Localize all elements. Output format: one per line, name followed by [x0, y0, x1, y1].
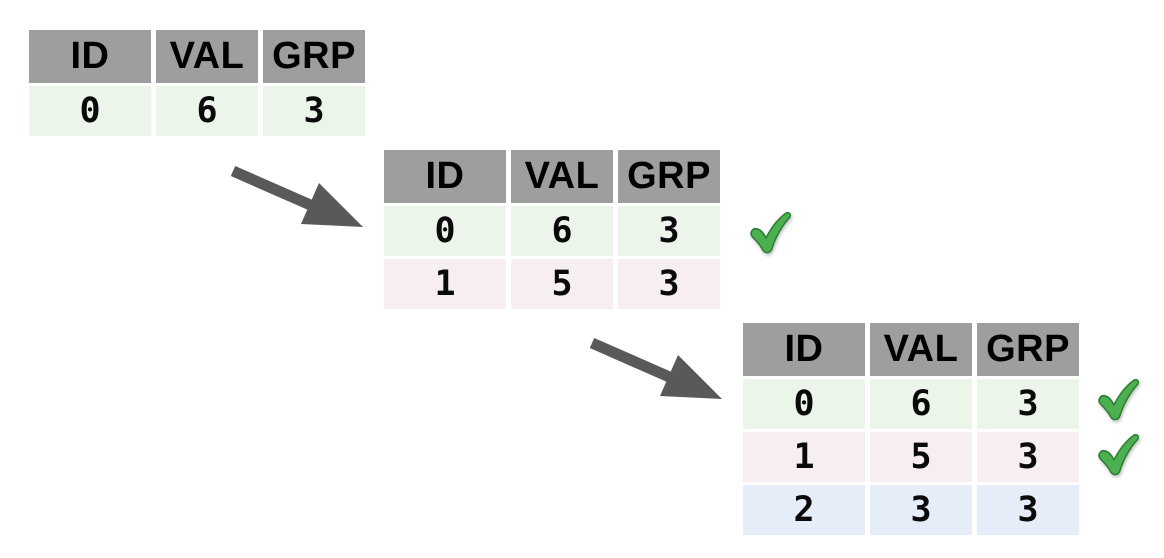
table-cell: 0: [29, 86, 151, 136]
green-check-icon: [1094, 432, 1144, 480]
column-header-id: ID: [743, 323, 865, 376]
arrow-icon: [584, 335, 729, 407]
column-header-id: ID: [384, 150, 506, 203]
table-cell: 2: [743, 485, 865, 535]
arrow-icon: [225, 163, 370, 235]
table-cell: 3: [263, 86, 365, 136]
table-cell: 3: [977, 432, 1079, 482]
column-header-grp: GRP: [263, 30, 365, 83]
table-cell: 3: [618, 206, 720, 256]
table-cell: 3: [977, 379, 1079, 429]
data-table-step-1: ID VAL GRP 0 6 3: [29, 30, 365, 136]
column-header-val: VAL: [870, 323, 972, 376]
green-check-icon: [746, 210, 796, 258]
table-cell: 5: [870, 432, 972, 482]
column-header-grp: GRP: [618, 150, 720, 203]
table-cell: 0: [384, 206, 506, 256]
table-cell: 3: [977, 485, 1079, 535]
table-cell: 0: [743, 379, 865, 429]
data-table-step-2: ID VAL GRP 0 6 3 1 5 3: [384, 150, 720, 309]
data-table-step-3: ID VAL GRP 0 6 3 1 5 3 2 3 3: [743, 323, 1079, 535]
table-cell: 6: [156, 86, 258, 136]
green-check-icon: [1094, 377, 1144, 425]
table-cell: 6: [870, 379, 972, 429]
table-cell: 3: [618, 259, 720, 309]
column-header-id: ID: [29, 30, 151, 83]
column-header-grp: GRP: [977, 323, 1079, 376]
table-cell: 6: [511, 206, 613, 256]
table-cell: 1: [743, 432, 865, 482]
table-cell: 5: [511, 259, 613, 309]
column-header-val: VAL: [156, 30, 258, 83]
column-header-val: VAL: [511, 150, 613, 203]
table-cell: 1: [384, 259, 506, 309]
table-cell: 3: [870, 485, 972, 535]
